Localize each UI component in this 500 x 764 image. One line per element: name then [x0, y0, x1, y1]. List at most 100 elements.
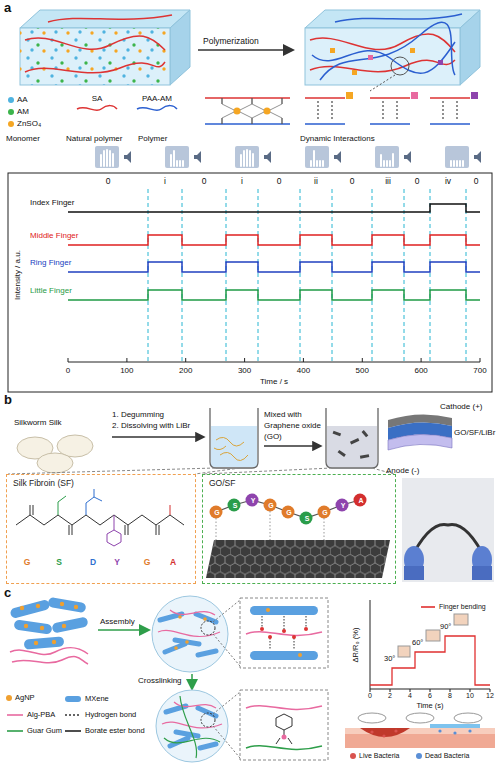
- residue-letter: S: [233, 502, 238, 510]
- group-label: Dynamic Interactions: [300, 134, 375, 143]
- beaker: [350, 438, 359, 445]
- zoom-inset: [282, 629, 286, 633]
- interaction-sketch: [471, 92, 478, 99]
- mxene-flakes: [24, 636, 65, 649]
- wound-model: [370, 730, 373, 733]
- zoom-inset: [260, 627, 264, 631]
- strain-chart: [370, 600, 490, 689]
- legend-text: PAA-AM: [142, 94, 172, 103]
- film-photo: [402, 478, 494, 582]
- legend-sample: [64, 726, 82, 736]
- beaker: [326, 408, 378, 468]
- group-label: Natural polymer: [66, 134, 122, 143]
- wound-model: [345, 713, 495, 748]
- legend-text: SA: [92, 94, 103, 103]
- legend-sample: [65, 696, 81, 702]
- zoom-inset: [266, 608, 270, 612]
- assembled-network: [178, 615, 182, 619]
- legend-item: ZnSO₄: [8, 119, 41, 128]
- process-arrow: [198, 49, 292, 51]
- peptide-beads: [264, 499, 277, 512]
- hand-photo: [241, 150, 253, 166]
- legend-item: AgNP: [6, 694, 35, 703]
- wound-model: [382, 734, 385, 737]
- hand-photo: [311, 151, 323, 166]
- gesture-label: i: [241, 177, 243, 187]
- layered-film: [388, 434, 452, 450]
- axis-title: ΔR/R₀ (%): [352, 628, 361, 663]
- interaction-sketch: [205, 92, 478, 124]
- legend-text: Guar Gum: [27, 727, 62, 736]
- residue-letter: G: [322, 509, 327, 517]
- step-label: 2. Dissolving with LiBr: [112, 421, 190, 430]
- group-label: Monomer: [6, 134, 40, 143]
- layer-label: GO/SF/LiBr: [454, 428, 495, 437]
- mxene-flakes: [9, 597, 88, 664]
- residue-letter: G: [24, 558, 31, 568]
- legend-text: Alg-PBA: [27, 711, 55, 720]
- residue-letter: Y: [114, 558, 120, 568]
- residue-letter: G: [144, 558, 151, 568]
- legend-item: Dead Bacteria: [416, 752, 469, 760]
- zoom-inset: [268, 635, 272, 639]
- graphene-sheet: [206, 540, 390, 578]
- beaker: [338, 450, 346, 457]
- monomer-solution-cube: [20, 10, 190, 28]
- hand-photo: [101, 150, 113, 166]
- peptide-structure: [16, 515, 184, 525]
- step-label: Crosslinking: [138, 676, 182, 685]
- hand-photo: [445, 146, 481, 168]
- zoom-inset: [240, 598, 328, 668]
- wound-model: [406, 713, 434, 723]
- hand-photo: [171, 151, 183, 166]
- hydrogel-cube: [352, 70, 357, 75]
- tick-label: 0: [368, 692, 372, 700]
- mxene-flakes: [74, 605, 78, 609]
- leader-line: [213, 600, 240, 758]
- signal-chart: [68, 358, 480, 362]
- beaker: [362, 430, 369, 437]
- assembled-network: [201, 621, 215, 635]
- peptide-beads: [246, 494, 259, 507]
- peptide-beads: [216, 511, 324, 540]
- signal-chart: [300, 189, 301, 362]
- hand-photo: [235, 146, 259, 168]
- tick-label: 2: [388, 692, 392, 700]
- hydrogel-cube: [391, 57, 409, 75]
- wound-model: [430, 724, 480, 728]
- gesture-label: 0: [415, 177, 420, 187]
- peptide-beads: [210, 506, 223, 519]
- wound-model: [394, 729, 397, 732]
- layered-film: [388, 414, 452, 450]
- legend-sample: [64, 710, 82, 720]
- residue-letter: Y: [251, 497, 256, 505]
- signal-chart: [68, 290, 480, 300]
- film-photo: [402, 478, 494, 582]
- legend-item: Live Bacteria: [350, 752, 399, 760]
- signal-chart: [8, 173, 492, 392]
- legend-sample: [6, 710, 24, 720]
- interaction-sketch: [346, 92, 353, 99]
- group-label: Polymer: [138, 134, 167, 143]
- process-arrow: [264, 445, 320, 446]
- mxene-flakes: [13, 619, 52, 634]
- peptide-beads: [300, 512, 313, 525]
- legend-item: Borate ester bond: [64, 726, 145, 736]
- hydrogel-cube: [460, 10, 480, 85]
- hand-photo: [451, 161, 463, 166]
- assembled-network: [158, 610, 220, 637]
- interaction-sketch: [234, 108, 241, 115]
- legend-sample: [7, 714, 23, 716]
- electrode-label: Cathode (+): [440, 402, 482, 411]
- strain-chart: [370, 689, 490, 692]
- beaker: [360, 454, 369, 459]
- signal-chart: [68, 362, 480, 363]
- peptide-beads: [228, 499, 241, 512]
- legend-sample: [65, 714, 81, 716]
- zoom-inset: [276, 714, 292, 730]
- beaker: [211, 426, 257, 467]
- zoom-inset: [246, 706, 322, 710]
- mxene-flakes: [47, 597, 86, 613]
- leader-line: [213, 692, 240, 714]
- tick-label: 100: [120, 366, 133, 375]
